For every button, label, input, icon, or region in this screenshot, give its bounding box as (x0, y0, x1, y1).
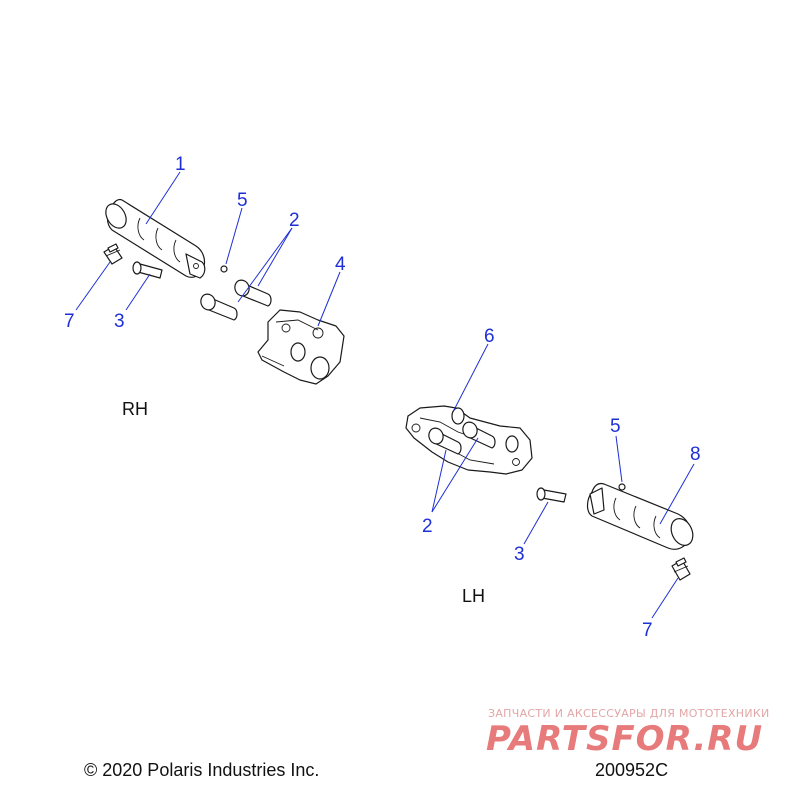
callout-lh-8: 8 (690, 444, 701, 465)
leader-lines (75, 171, 695, 619)
rh-bolt-part-2-a (200, 293, 238, 321)
watermark-tagline: ЗАПЧАСТИ И АКСЕССУАРЫ ДЛЯ МОТОТЕХНИКИ (488, 707, 770, 720)
rh-fitting-part-7 (103, 243, 123, 265)
callout-rh-2: 2 (289, 210, 300, 231)
callout-lh-5: 5 (610, 416, 621, 437)
rh-bracket-part-4 (257, 309, 345, 385)
lh-fitting-part-7 (671, 557, 691, 581)
callout-rh-7: 7 (64, 311, 75, 332)
callout-lh-2: 2 (422, 516, 433, 537)
lh-oring-part-5 (618, 483, 626, 491)
watermark-brand: PARTSFOR.RU (486, 719, 763, 759)
lh-bolt-part-2-a (428, 427, 462, 455)
diagram-id: 200952C (595, 760, 668, 780)
callout-rh-5: 5 (237, 190, 248, 211)
lh-bracket-part-6 (405, 405, 533, 475)
callout-lh-7: 7 (642, 620, 653, 641)
lh-bolt-part-2-b (462, 421, 496, 449)
rh-footpeg-part-1 (105, 198, 206, 279)
lh-pin-part-3 (536, 487, 567, 503)
callout-rh-1: 1 (175, 154, 186, 175)
watermark: ЗАПЧАСТИ И АКСЕССУАРЫ ДЛЯ МОТОТЕХНИКИ PA… (486, 707, 770, 759)
rh-assembly (103, 198, 345, 385)
callout-rh-4: 4 (335, 254, 346, 275)
copyright-notice: © 2020 Polaris Industries Inc. (84, 760, 319, 780)
side-label-rh: RH (122, 399, 148, 419)
lh-footpeg-part-8 (586, 482, 694, 550)
callout-lh-6: 6 (484, 326, 495, 347)
callout-lh-3: 3 (514, 544, 525, 565)
rh-oring-part-5 (220, 265, 228, 273)
callout-rh-3: 3 (114, 311, 125, 332)
lh-assembly (405, 405, 694, 581)
side-label-lh: LH (462, 586, 485, 606)
rh-pin-part-3 (132, 261, 163, 279)
